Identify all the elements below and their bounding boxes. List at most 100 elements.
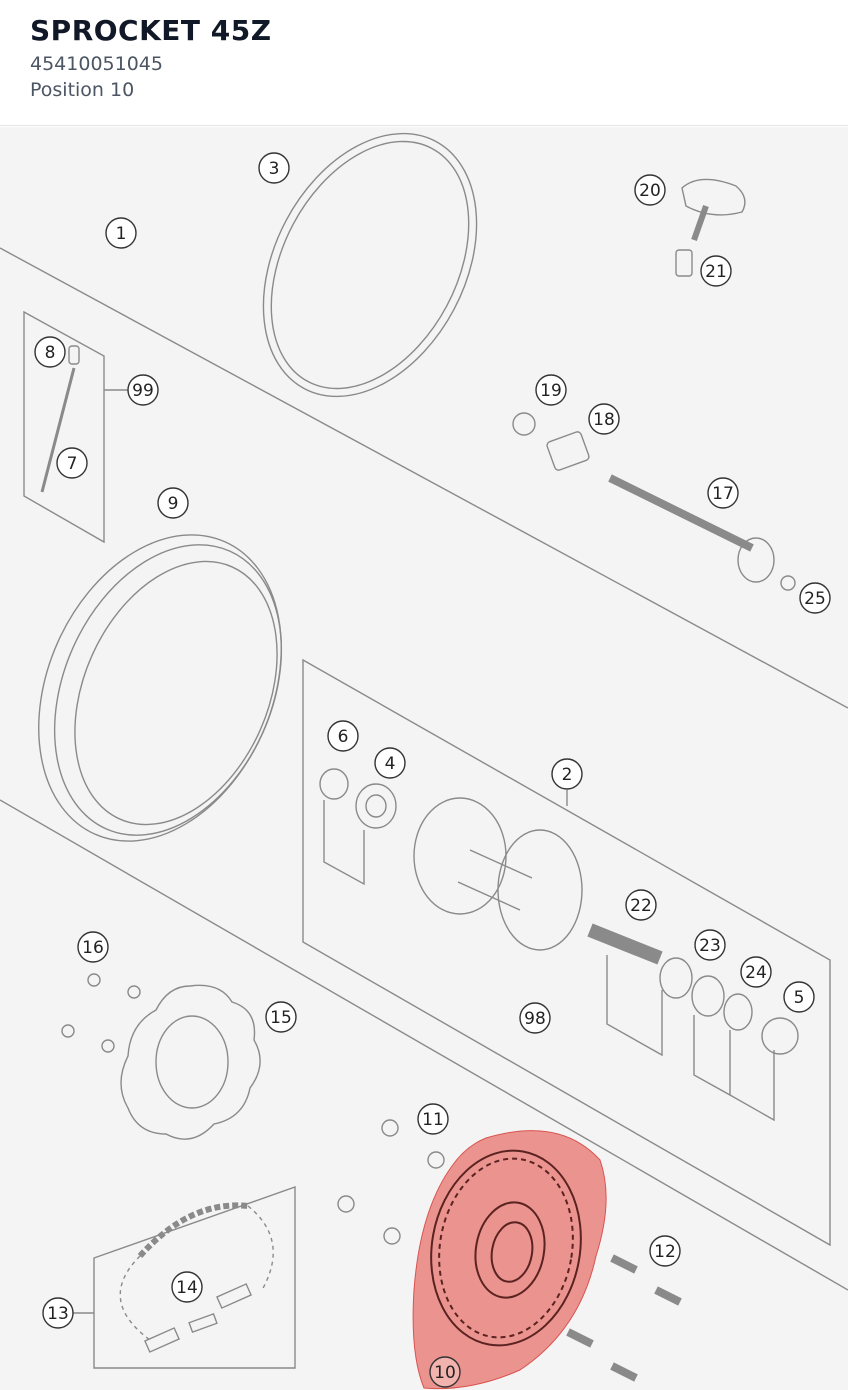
callout-8[interactable]: 8	[34, 336, 66, 368]
svg-text:23: 23	[699, 936, 721, 956]
leader-22-23	[606, 955, 663, 1057]
brake-disc-center	[155, 1015, 229, 1109]
svg-text:25: 25	[804, 589, 826, 609]
axle	[608, 474, 754, 552]
rim-inner	[53, 544, 283, 836]
svg-text:18: 18	[593, 410, 615, 430]
callout-6[interactable]: 6	[327, 720, 359, 752]
callout-23[interactable]: 23	[694, 929, 726, 961]
valve-nut	[675, 249, 693, 277]
callout-9[interactable]: 9	[157, 487, 189, 519]
bearing-left	[355, 783, 397, 829]
sprocket-nut-4	[383, 1227, 401, 1245]
bearing-right-1	[659, 957, 693, 999]
rim-tape-inner	[270, 140, 470, 390]
svg-text:22: 22	[630, 896, 652, 916]
svg-text:15: 15	[270, 1008, 292, 1028]
callout-3[interactable]: 3	[258, 152, 290, 184]
sprocket-screw-2	[654, 1286, 682, 1306]
svg-text:2: 2	[562, 765, 573, 785]
svg-text:9: 9	[168, 494, 179, 514]
chain	[137, 1202, 249, 1258]
distance-sleeve	[587, 923, 663, 965]
svg-text:10: 10	[434, 1363, 456, 1383]
callout-19[interactable]: 19	[535, 374, 567, 406]
callout-14[interactable]: 14	[171, 1271, 203, 1303]
leader-24	[693, 1015, 731, 1097]
sprocket-nut-2	[427, 1151, 445, 1169]
sprocket	[430, 1149, 582, 1347]
callout-13[interactable]: 13	[42, 1297, 74, 1329]
callout-24[interactable]: 24	[740, 956, 772, 988]
callout-1[interactable]: 1	[105, 217, 137, 249]
sprocket-nut-1	[381, 1119, 399, 1137]
disc-screw-2	[127, 985, 141, 999]
axle-nut	[512, 412, 536, 436]
bearing-right-2	[691, 975, 725, 1017]
hub-flange-left	[413, 797, 507, 915]
svg-text:99: 99	[132, 381, 154, 401]
spoke	[40, 367, 76, 493]
svg-text:20: 20	[639, 181, 661, 201]
axle-head	[737, 537, 775, 583]
chain-link-1	[216, 1283, 252, 1309]
leader-6-4	[323, 800, 365, 886]
sprocket-screw-1	[610, 1254, 638, 1274]
part-header: SPROCKET 45Z 45410051045 Position 10	[0, 0, 848, 126]
part-number: 45410051045	[30, 53, 163, 75]
svg-text:21: 21	[705, 262, 727, 282]
svg-text:16: 16	[82, 938, 104, 958]
callout-25[interactable]: 25	[799, 582, 831, 614]
callout-16[interactable]: 16	[77, 931, 109, 963]
frame-line-lower	[0, 799, 848, 1291]
svg-text:17: 17	[712, 484, 734, 504]
chain-adjuster	[546, 431, 590, 471]
svg-text:98: 98	[524, 1009, 546, 1029]
callout-98[interactable]: 98	[519, 1002, 551, 1034]
callout-2[interactable]: 2	[551, 758, 583, 790]
valve-stem	[691, 205, 709, 241]
sprocket-highlight[interactable]	[412, 1130, 607, 1390]
valve-cap	[681, 178, 746, 216]
svg-text:7: 7	[67, 454, 78, 474]
axle-screw	[780, 575, 796, 591]
spoke-nipple	[68, 345, 80, 365]
callout-15[interactable]: 15	[265, 1001, 297, 1033]
exploded-diagram: 1 2 3 4 5 6 7 8 9 10 11 12 13 14 15 16 1…	[0, 127, 848, 1390]
spacer	[319, 768, 349, 800]
callout-20[interactable]: 20	[634, 174, 666, 206]
callout-17[interactable]: 17	[707, 477, 739, 509]
callout-4[interactable]: 4	[374, 747, 406, 779]
svg-text:12: 12	[654, 1242, 676, 1262]
hub-body	[469, 849, 533, 879]
part-title: SPROCKET 45Z	[30, 14, 272, 47]
brake-disc	[120, 984, 261, 1140]
sprocket-screw-4	[610, 1362, 638, 1382]
leader-5	[729, 1050, 775, 1122]
sprocket-nut-3	[337, 1195, 355, 1213]
callout-12[interactable]: 12	[649, 1235, 681, 1267]
disc-screw-3	[61, 1024, 75, 1038]
callout-22[interactable]: 22	[625, 889, 657, 921]
circlip	[723, 993, 753, 1031]
callout-10[interactable]: 10	[429, 1356, 461, 1388]
part-position: Position 10	[30, 79, 135, 101]
svg-text:8: 8	[45, 343, 56, 363]
rim-tape	[262, 132, 478, 398]
callout-21[interactable]: 21	[700, 255, 732, 287]
svg-text:24: 24	[745, 963, 767, 983]
hub-body-lower	[457, 881, 521, 911]
rim-bed	[74, 560, 278, 826]
chain-link-3	[144, 1327, 180, 1353]
sprocket-screw-3	[566, 1328, 594, 1348]
callout-11[interactable]: 11	[417, 1103, 449, 1135]
svg-text:13: 13	[47, 1304, 69, 1324]
svg-text:1: 1	[116, 224, 127, 244]
svg-text:6: 6	[338, 727, 349, 747]
svg-text:3: 3	[269, 159, 280, 179]
callout-5[interactable]: 5	[783, 981, 815, 1013]
callout-99[interactable]: 99	[127, 374, 159, 406]
callout-7[interactable]: 7	[56, 447, 88, 479]
svg-text:19: 19	[540, 381, 562, 401]
callout-18[interactable]: 18	[588, 403, 620, 435]
